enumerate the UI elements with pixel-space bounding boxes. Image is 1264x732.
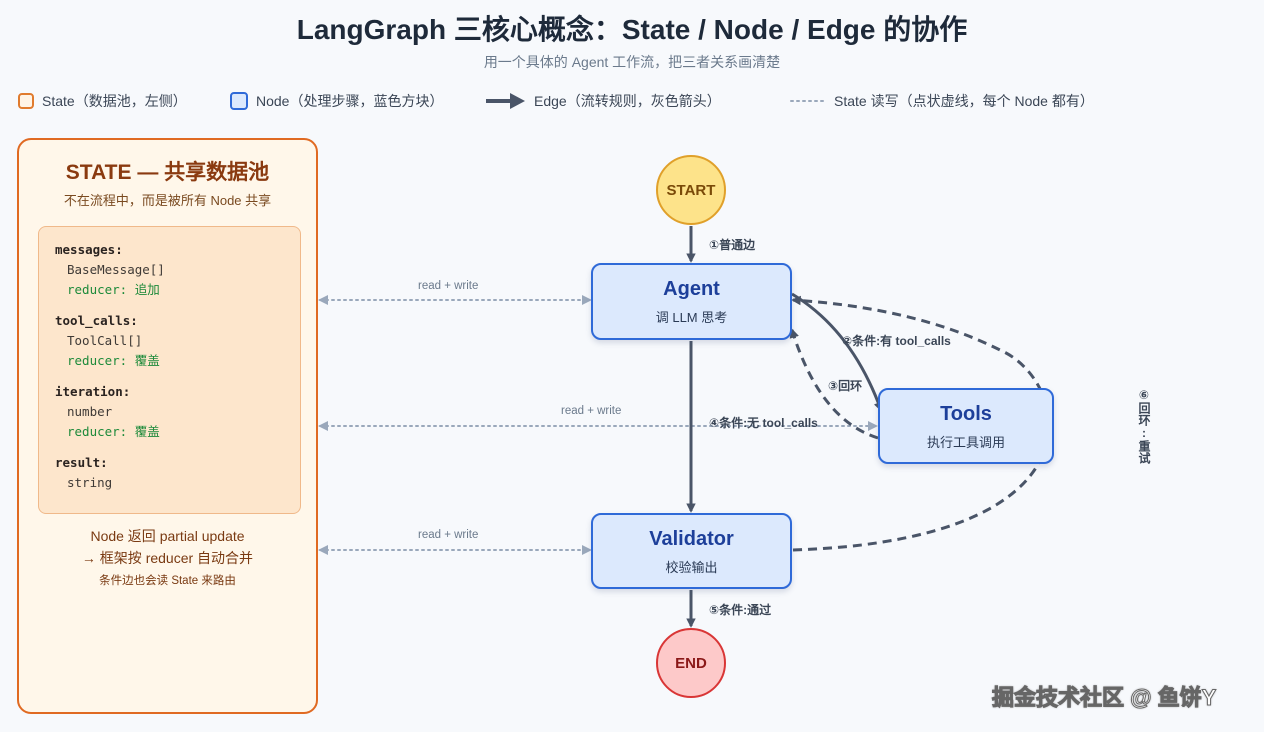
rw-label-validator: read + write xyxy=(418,529,479,541)
field-name: messages: xyxy=(55,242,123,257)
page-subtitle: 用一个具体的 Agent 工作流，把三者关系画清楚 xyxy=(483,54,781,70)
legend-node-label: Node（处理步骤，蓝色方块） xyxy=(256,93,444,109)
agent-node[interactable]: Agent 调 LLM 思考 xyxy=(591,263,792,340)
field-type: ToolCall[] xyxy=(67,333,143,348)
edge-arrow-icon xyxy=(486,93,525,109)
validator-node-title: Validator xyxy=(649,528,734,550)
field-name: iteration: xyxy=(55,384,131,399)
state-swatch-icon xyxy=(18,93,34,109)
legend-node: Node（处理步骤，蓝色方块） xyxy=(230,90,443,112)
edge-label-1: ①普通边 xyxy=(709,238,756,252)
tools-node-title: Tools xyxy=(940,403,992,425)
start-node[interactable]: START xyxy=(656,155,726,225)
state-note-3: 条件边也会读 State 来路由 xyxy=(99,575,236,587)
edge-label-6: ⑥回环:重试 xyxy=(1137,388,1151,464)
legend-rw: State 读写（点状虚线，每个 Node 都有） xyxy=(790,90,1094,112)
edge-label-3: ③回环 xyxy=(828,379,863,393)
field-type: number xyxy=(67,404,113,419)
validator-node-sub: 校验输出 xyxy=(665,560,718,575)
state-fields: messages: BaseMessage[] reducer: 追加 tool… xyxy=(38,226,301,514)
state-note-2: → 框架按 reducer 自动合并 xyxy=(81,550,254,566)
state-field: messages: BaseMessage[] reducer: 追加 xyxy=(55,239,300,300)
edge-agent-tools xyxy=(791,292,883,412)
edge-label-4: ④条件:无 tool_calls xyxy=(709,416,818,430)
field-type: BaseMessage[] xyxy=(67,262,165,277)
rw-label-tools: read + write xyxy=(561,405,622,417)
edge-label-2: ②条件:有 tool_calls xyxy=(842,334,951,348)
edge-label-5: ⑤条件:通过 xyxy=(709,603,772,617)
field-name: tool_calls: xyxy=(55,313,138,328)
edge-tools-agent xyxy=(789,328,879,440)
edge-validator-agent xyxy=(791,295,1051,552)
agent-node-sub: 调 LLM 思考 xyxy=(655,310,728,325)
legend-edge: Edge（流转规则，灰色箭头） xyxy=(486,90,721,112)
field-reducer: reducer: 追加 xyxy=(67,282,160,297)
state-field: result: string xyxy=(55,452,300,493)
agent-node-title: Agent xyxy=(663,278,720,300)
watermark: 掘金技术社区 @ 鱼饼Y xyxy=(991,685,1217,711)
validator-node[interactable]: Validator 校验输出 xyxy=(591,513,792,589)
state-title: STATE — 共享数据池 xyxy=(65,161,270,184)
end-node[interactable]: END xyxy=(656,628,726,698)
legend-state-label: State（数据池，左侧） xyxy=(42,93,187,109)
rw-label-agent: read + write xyxy=(418,280,479,292)
state-field: tool_calls: ToolCall[] reducer: 覆盖 xyxy=(55,310,300,371)
tools-node[interactable]: Tools 执行工具调用 xyxy=(878,388,1054,464)
state-note-1: Node 返回 partial update xyxy=(90,528,245,544)
state-panel: STATE — 共享数据池 不在流程中，而是被所有 Node 共享 messag… xyxy=(17,138,318,714)
page-title: LangGraph 三核心概念：State / Node / Edge 的协作 xyxy=(296,14,968,45)
state-field: iteration: number reducer: 覆盖 xyxy=(55,381,300,442)
dotted-line-icon xyxy=(790,100,826,102)
field-type: string xyxy=(67,475,113,490)
legend-state: State（数据池，左侧） xyxy=(18,90,187,112)
node-swatch-icon xyxy=(230,92,248,110)
field-reducer: reducer: 覆盖 xyxy=(67,353,160,368)
legend-edge-label: Edge（流转规则，灰色箭头） xyxy=(534,93,721,109)
field-reducer: reducer: 覆盖 xyxy=(67,424,160,439)
field-name: result: xyxy=(55,455,108,470)
legend-rw-label: State 读写（点状虚线，每个 Node 都有） xyxy=(834,93,1094,109)
tools-node-sub: 执行工具调用 xyxy=(926,435,1005,450)
state-subtitle: 不在流程中，而是被所有 Node 共享 xyxy=(63,193,272,208)
